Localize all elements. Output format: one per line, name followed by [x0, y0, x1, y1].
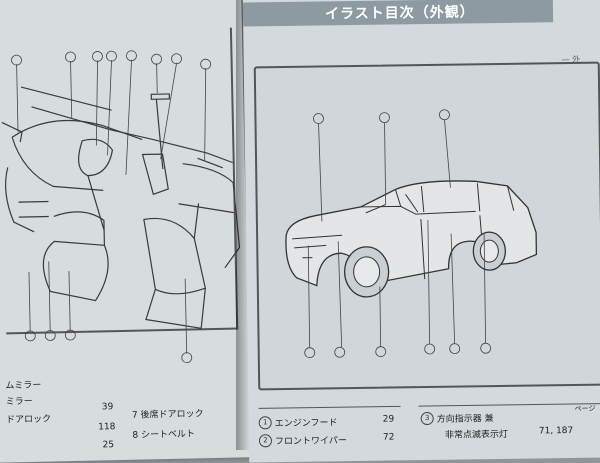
left-entry-1-page: 39	[101, 402, 114, 413]
left-entry-2: ミラー	[5, 396, 33, 408]
right-page: イラスト目次（外観） — 外	[242, 0, 600, 463]
left-entry-2-page: 118	[98, 422, 116, 433]
page-marker: ページ	[574, 404, 596, 413]
entry-2-page: 72	[382, 432, 395, 443]
left-entry-3: ドアロック	[5, 414, 52, 426]
entry-1-label: エンジンフード	[274, 418, 338, 430]
left-entry-7: 7 後席ドアロック	[132, 406, 204, 420]
left-entry-3-page: 25	[102, 440, 115, 451]
entry-1-page: 29	[382, 414, 395, 425]
left-entry-8-num: 8	[132, 430, 139, 441]
entry-1-number: 1	[258, 416, 272, 430]
entry-2-label: フロントワイパー	[274, 436, 347, 448]
left-entry-7-num: 7	[131, 410, 138, 421]
entry-3-label: 方向指示器 兼	[436, 414, 494, 425]
exterior-illustration	[258, 109, 600, 409]
entry-3-page: 71, 187	[538, 425, 574, 437]
left-entry-8: 8 シートベルト	[132, 426, 195, 440]
left-entry-1: ムミラー	[5, 380, 42, 392]
left-entry-7-label: 後席ドアロック	[140, 409, 204, 421]
interior-illustration	[1, 50, 241, 364]
left-page: ムミラー 39 ミラー 118 ドアロック 25 7 後席ドアロック 8 シート…	[0, 0, 251, 463]
left-entry-8-label: シートベルト	[140, 429, 196, 441]
entry-3-number: 3	[420, 411, 434, 426]
entry-3-sublabel: 非常点滅表示灯	[444, 429, 508, 441]
entry-2-number: 2	[258, 434, 273, 448]
